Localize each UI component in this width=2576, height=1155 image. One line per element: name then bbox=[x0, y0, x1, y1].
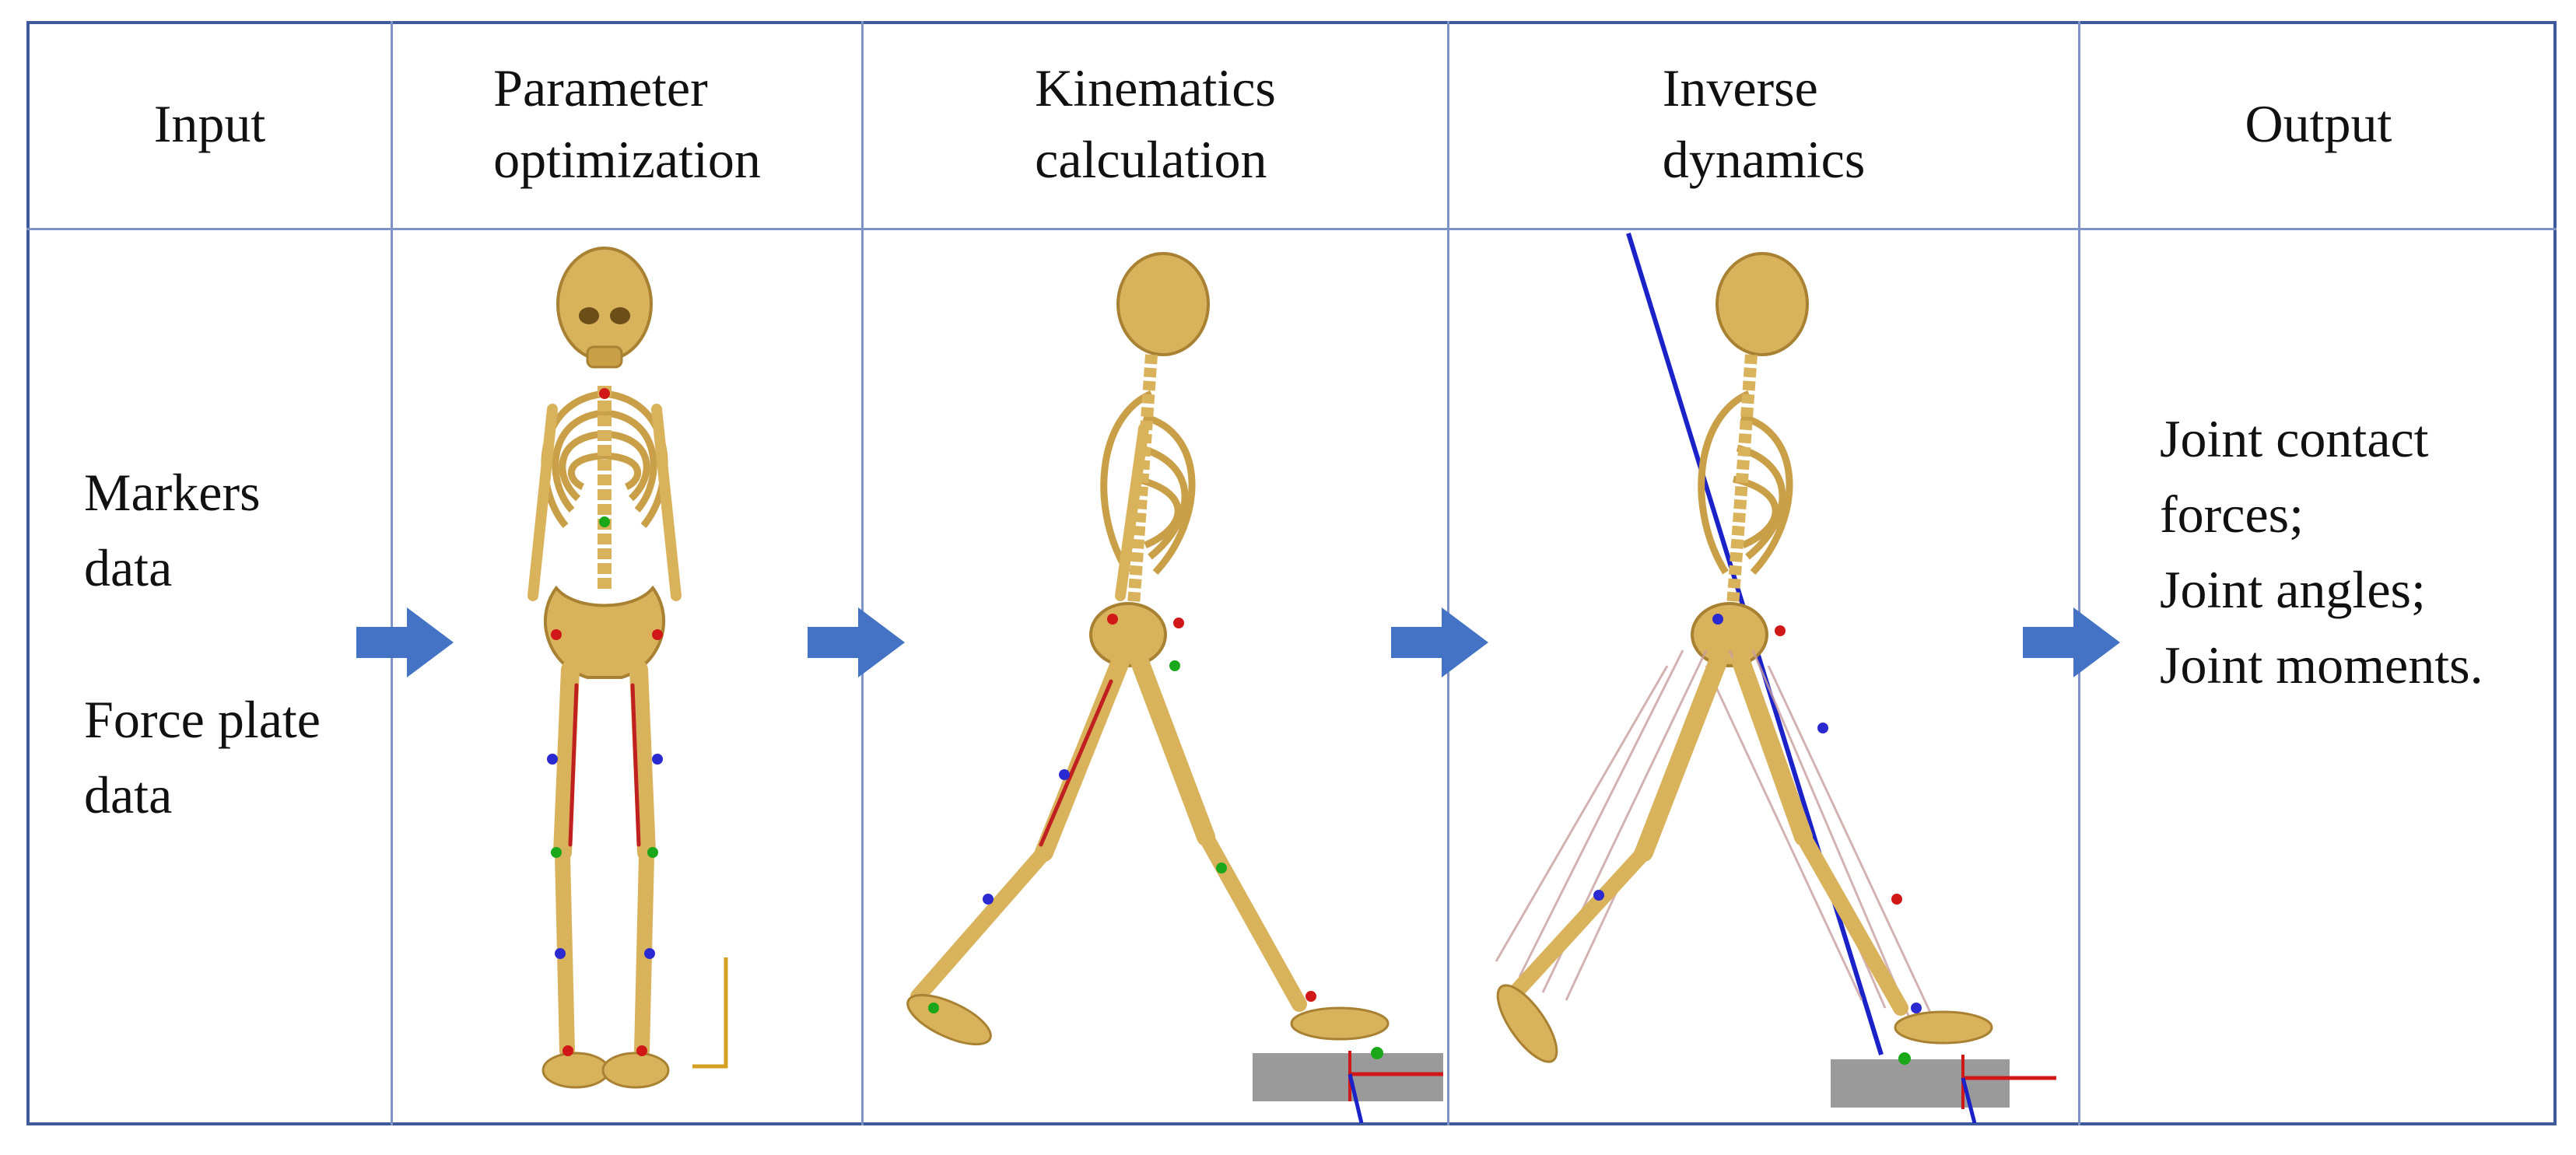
column-divider-4 bbox=[2078, 21, 2080, 1125]
header-input: Input bbox=[153, 94, 266, 154]
input-markers-data: Markers data bbox=[84, 463, 261, 597]
output-results: Joint contact forces; Joint angles; Join… bbox=[2160, 409, 2483, 695]
pelvis-icon bbox=[1089, 602, 1167, 667]
table-frame bbox=[26, 21, 2557, 1125]
header-output: Output bbox=[2245, 94, 2392, 154]
flow-arrow-2 bbox=[808, 607, 905, 677]
input-force-plate-data: Force plate data bbox=[84, 690, 321, 824]
column-divider-1 bbox=[391, 21, 393, 1125]
rib-cage-icon bbox=[1100, 390, 1196, 576]
spine-icon bbox=[1126, 354, 1158, 628]
legs-icon bbox=[1508, 653, 1908, 1016]
legs-icon bbox=[553, 660, 656, 1059]
feet-icon bbox=[541, 1052, 670, 1089]
column-divider-3 bbox=[1447, 21, 1449, 1125]
column-divider-2 bbox=[861, 21, 864, 1125]
arm-icon bbox=[1115, 423, 1149, 601]
skeleton-side-view-inverse-dynamics bbox=[1495, 233, 2056, 1123]
markers-icon bbox=[547, 388, 663, 1056]
force-plate-icon bbox=[1253, 1047, 1443, 1123]
arms-icon bbox=[527, 404, 682, 601]
markers-icon bbox=[1593, 614, 1922, 1013]
skeleton-front-view bbox=[527, 247, 728, 1089]
pelvis-icon bbox=[1691, 602, 1768, 667]
flow-arrow-3 bbox=[1391, 607, 1488, 677]
rib-cage-icon bbox=[1698, 390, 1793, 576]
coordinate-axis-icon bbox=[692, 957, 728, 1069]
pelvis-icon bbox=[543, 585, 666, 679]
header-divider bbox=[26, 228, 2557, 230]
skeleton-side-view-kinematics bbox=[906, 252, 1443, 1123]
skull-icon bbox=[556, 247, 653, 369]
feet-icon bbox=[1496, 984, 1993, 1063]
skull-icon bbox=[1116, 252, 1210, 356]
legs-icon bbox=[910, 653, 1307, 1012]
force-plate-icon bbox=[1831, 1052, 2056, 1123]
flow-arrow-1 bbox=[356, 607, 454, 677]
skull-icon bbox=[1716, 252, 1809, 356]
markers-icon bbox=[928, 614, 1316, 1013]
spine-icon bbox=[1725, 354, 1758, 628]
flow-arrow-4 bbox=[2023, 607, 2120, 677]
